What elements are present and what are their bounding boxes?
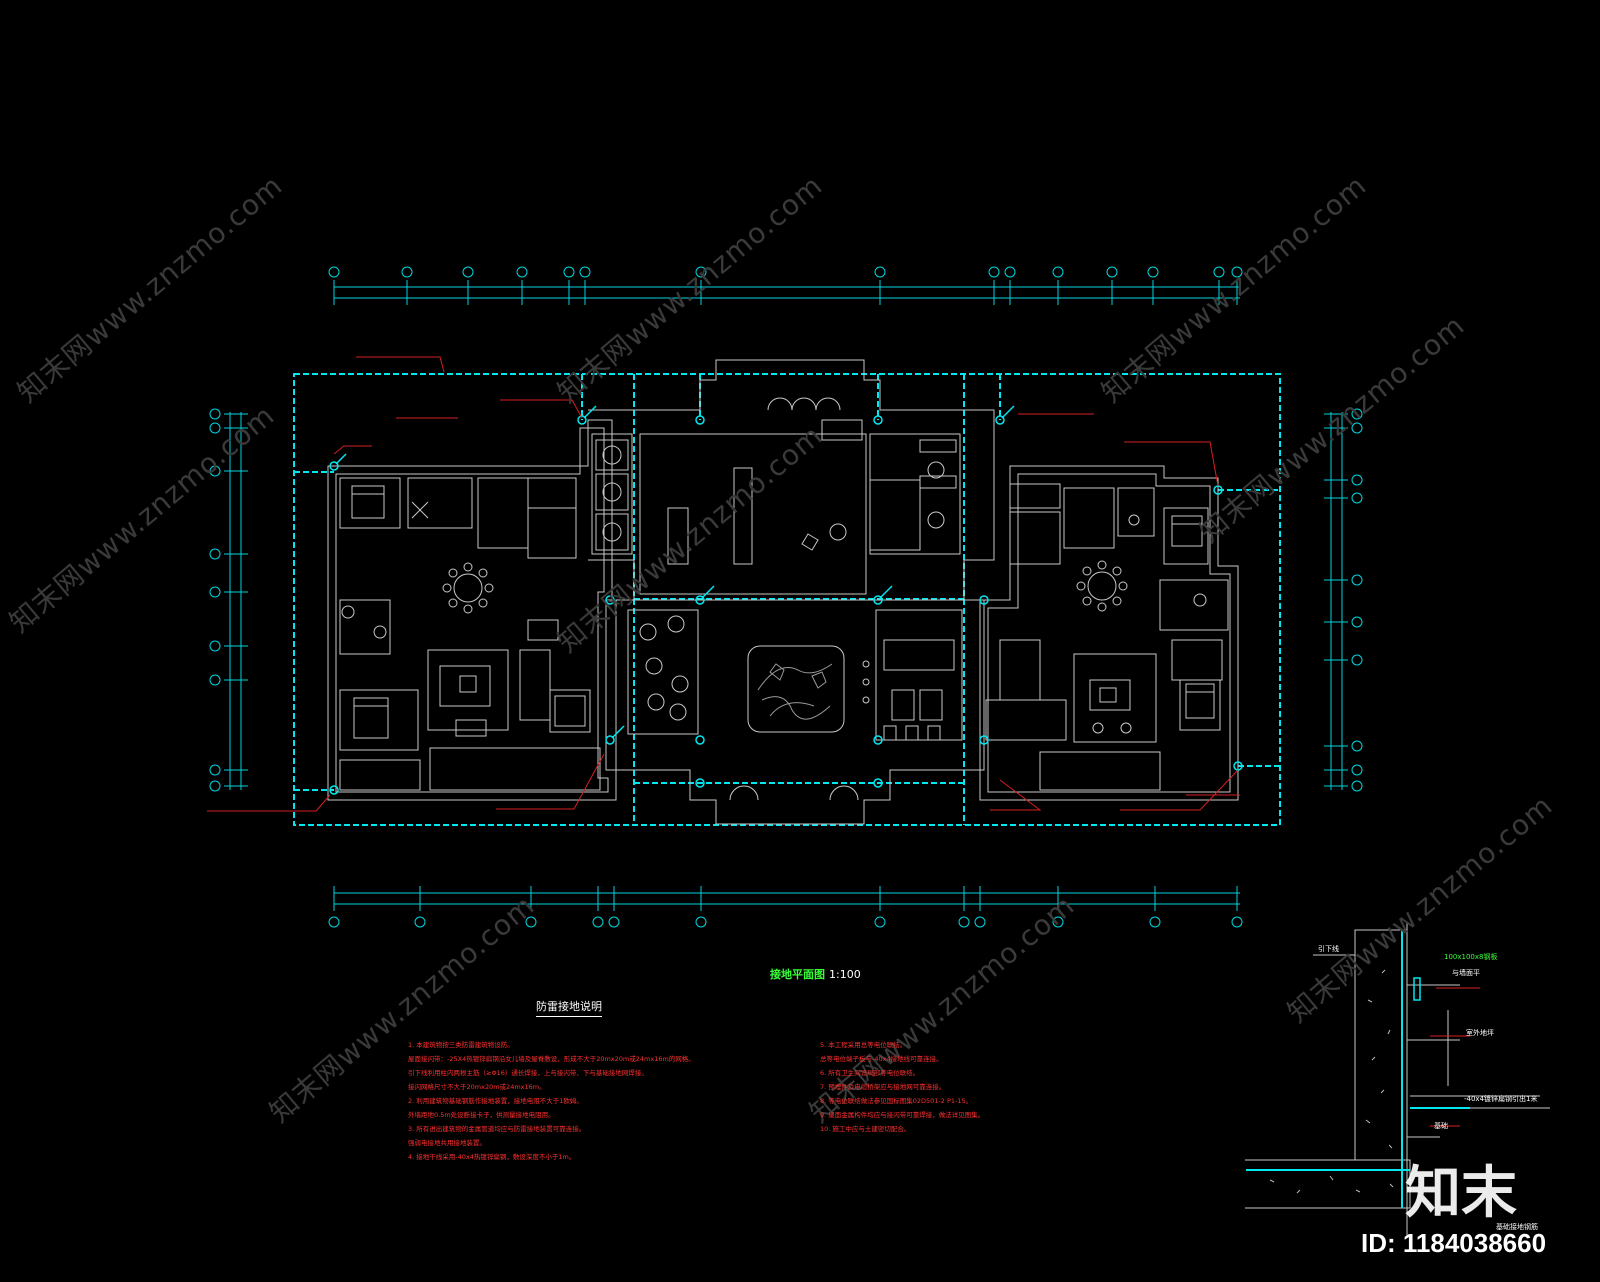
note-line: 外墙距地0.5m处设断接卡子，供测量接地电阻用。 <box>408 1111 555 1119</box>
note-line: 引下线利用柱内两根主筋（≥Φ16）通长焊接，上与接闪带、下与基础接地网焊接。 <box>408 1069 648 1077</box>
detail-red-marks <box>1430 987 1480 1127</box>
note-line: 1. 本建筑物按三类防雷建筑物设防。 <box>408 1041 514 1049</box>
note-line: 7. 预埋件及电缆桥架应与接地网可靠连接。 <box>820 1083 946 1091</box>
note-line: 8. 等电位联结做法参见国标图集02D501-2 P1-15。 <box>820 1097 973 1105</box>
note-line: 2. 利用建筑物基础钢筋作接地装置，接地电阻不大于1欧姆。 <box>408 1097 583 1105</box>
building-walls <box>327 359 1239 825</box>
note-line: 总等电位端子板与-40x4接地线可靠连接。 <box>820 1055 943 1063</box>
test-points <box>329 405 1243 795</box>
red-leaders <box>207 356 1240 812</box>
notes-title: 防雷接地说明 <box>536 998 602 1017</box>
bottom-dimension-line <box>328 886 1243 928</box>
note-line: 6. 所有卫生间设局部等电位联结。 <box>820 1069 920 1077</box>
right-dimension-line <box>1324 408 1363 792</box>
detail-label-bottom: 基础接地钢筋 <box>1496 1223 1538 1231</box>
plan-title: 接地平面图 1:100 <box>770 966 861 982</box>
id-label: ID: 1184038660 <box>1361 1228 1547 1258</box>
detail-label-foundation: 基础 <box>1434 1122 1448 1130</box>
note-line: 5. 本工程采用总等电位联结。 <box>820 1041 907 1049</box>
left-dimension-line <box>209 408 248 792</box>
note-line: 3. 所有进出建筑物的金属管道均应与防雷接地装置可靠连接。 <box>408 1125 586 1133</box>
note-line: 强弱电接地共用接地装置。 <box>408 1139 486 1147</box>
note-line: 9. 屋面金属构件均应与接闪带可靠焊接，做法详见图集。 <box>820 1111 985 1119</box>
plan-scale: 1:100 <box>829 968 861 981</box>
detail-label-flush: 与墙面平 <box>1452 969 1480 977</box>
note-line: 10. 施工中应与土建密切配合。 <box>820 1125 911 1133</box>
note-line: 屋面接闪带：-25X4热镀锌扁钢沿女儿墙及屋脊敷设，形成不大于20mx20m或2… <box>408 1055 695 1063</box>
top-dimension-line <box>328 266 1243 305</box>
detail-steel <box>1246 930 1470 1208</box>
brand-logo: 知末 <box>1405 1161 1517 1226</box>
plan-title-text: 接地平面图 <box>770 968 825 981</box>
detail-label-flat-bar: -40x4镀锌扁钢引出1米 <box>1464 1095 1538 1103</box>
detail-label-downlead: 引下线 <box>1318 945 1339 953</box>
note-line: 接闪网格尺寸不大于20mx20m或24mx16m。 <box>408 1083 546 1091</box>
detail-label-plate: 100x100x8钢板 <box>1444 953 1498 961</box>
note-line: 4. 接地干线采用-40x4热镀锌扁钢，敷设深度不小于1m。 <box>408 1153 576 1161</box>
detail-label-slab: 室外地坪 <box>1466 1029 1494 1037</box>
